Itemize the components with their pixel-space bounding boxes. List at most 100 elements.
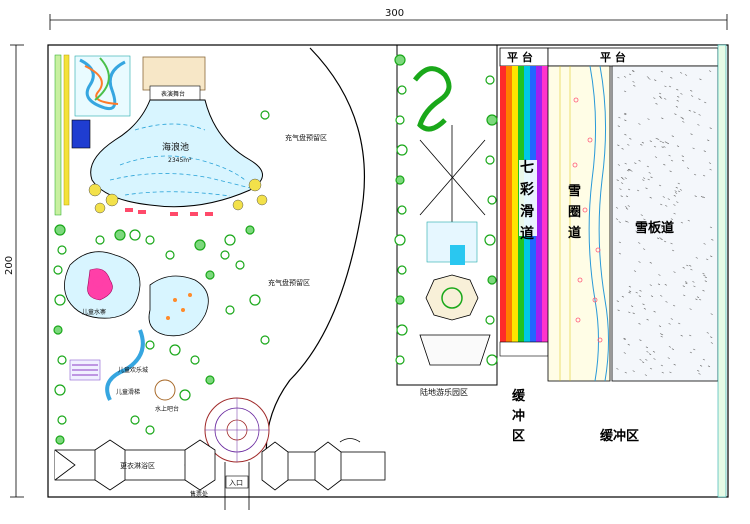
width-dimension: 300 — [385, 8, 404, 19]
inflatable-zone-top: 充气盘预留区 — [285, 133, 327, 142]
snow-speck — [687, 219, 690, 222]
snow-speck — [633, 270, 637, 272]
snow-speck — [670, 77, 673, 79]
tree — [397, 85, 407, 95]
snow-speck — [677, 190, 681, 193]
snow-speck — [620, 195, 623, 197]
snow-speck — [623, 76, 627, 78]
snow-speck — [670, 242, 673, 245]
snow-speck — [628, 168, 631, 171]
snow-speck — [710, 336, 713, 338]
snow-speck — [702, 358, 706, 361]
snow-speck — [684, 74, 688, 76]
snow-speck — [667, 198, 670, 200]
snow-speck — [657, 283, 661, 286]
snow-speck — [650, 295, 654, 297]
snow-speck — [628, 73, 632, 76]
snow-speck — [693, 285, 696, 288]
snow-speck — [706, 332, 709, 334]
snow-speck — [652, 351, 656, 353]
snow-speck — [638, 323, 641, 325]
snow-speck — [624, 177, 627, 179]
snow-speck — [632, 81, 635, 83]
snow-speck — [673, 363, 676, 366]
snow-speck — [703, 150, 706, 152]
left-green-strip — [54, 54, 62, 216]
snow-speck — [618, 241, 622, 244]
snow-speck — [682, 267, 685, 269]
snow-speck — [618, 252, 622, 255]
snow-speck — [709, 127, 712, 129]
snow-speck — [636, 189, 640, 192]
snow-speck — [674, 192, 678, 194]
snow-speck — [638, 295, 641, 297]
snow-speck — [709, 168, 712, 171]
snow-speck — [708, 70, 712, 72]
snow-speck — [640, 214, 643, 216]
snow-speck — [697, 370, 700, 372]
stage: 表演舞台 — [142, 56, 206, 101]
snow-speck — [627, 343, 630, 346]
snow-speck — [627, 169, 631, 171]
snow-speck — [702, 289, 705, 292]
snow-speck — [670, 218, 674, 220]
snow-speck — [690, 90, 693, 92]
snow-speck — [653, 145, 657, 148]
tree — [484, 234, 496, 246]
snow-speck — [624, 206, 628, 208]
snow-speck — [668, 85, 672, 88]
kids-slide-label: 儿童滑梯 — [116, 388, 140, 396]
tree — [57, 355, 67, 365]
snow-speck — [628, 311, 631, 314]
snow-speck — [638, 261, 641, 263]
tree — [54, 294, 66, 306]
snow-speck — [641, 361, 645, 363]
snow-speck — [632, 370, 635, 372]
snow-speck — [661, 371, 664, 374]
wave-pool-label: 海浪池 — [162, 141, 189, 153]
water-bar: 水上吧台 — [154, 379, 179, 413]
snow-speck — [675, 106, 679, 108]
snow-speck — [658, 220, 662, 223]
buffer-right-label: 缓冲区 — [600, 428, 639, 444]
snow-speck — [616, 368, 619, 370]
snow-speck — [642, 303, 645, 306]
tree — [53, 325, 63, 335]
platform-right — [547, 47, 719, 67]
snow-speck — [704, 280, 707, 282]
snow-speck — [649, 196, 652, 199]
snow-speck — [702, 272, 705, 275]
snow-speck — [618, 116, 621, 119]
snow-speck — [664, 141, 668, 143]
snow-speck — [619, 188, 622, 190]
snow-speck — [627, 205, 630, 207]
snow-speck — [621, 295, 625, 298]
snow-speck — [617, 76, 620, 79]
snow-speck — [628, 285, 632, 288]
tree — [486, 114, 498, 126]
tree — [205, 270, 215, 280]
snow-speck — [668, 346, 672, 348]
snow-speck — [642, 248, 646, 250]
tree — [57, 245, 67, 255]
snow-speck — [676, 88, 679, 91]
tree — [55, 435, 65, 445]
left-yellow-strip — [63, 54, 70, 206]
snow-speck — [627, 144, 630, 146]
snow-speck — [675, 186, 678, 189]
snow-speck — [703, 243, 706, 245]
lazy-river: 儿童欢乐城 — [105, 275, 209, 401]
land-park-label: 陆地游乐园区 — [420, 387, 468, 397]
snow-speck — [624, 162, 627, 165]
tree — [260, 110, 270, 120]
snow-speck — [642, 179, 645, 181]
tree — [235, 260, 245, 270]
snow-speck — [680, 221, 684, 224]
snow-speck — [668, 154, 671, 157]
snow-speck — [686, 167, 690, 169]
snow-speck — [676, 100, 679, 102]
tree — [220, 250, 230, 260]
snow-speck — [643, 218, 646, 221]
rainbow-lane — [506, 66, 512, 342]
snow-speck — [670, 318, 673, 320]
